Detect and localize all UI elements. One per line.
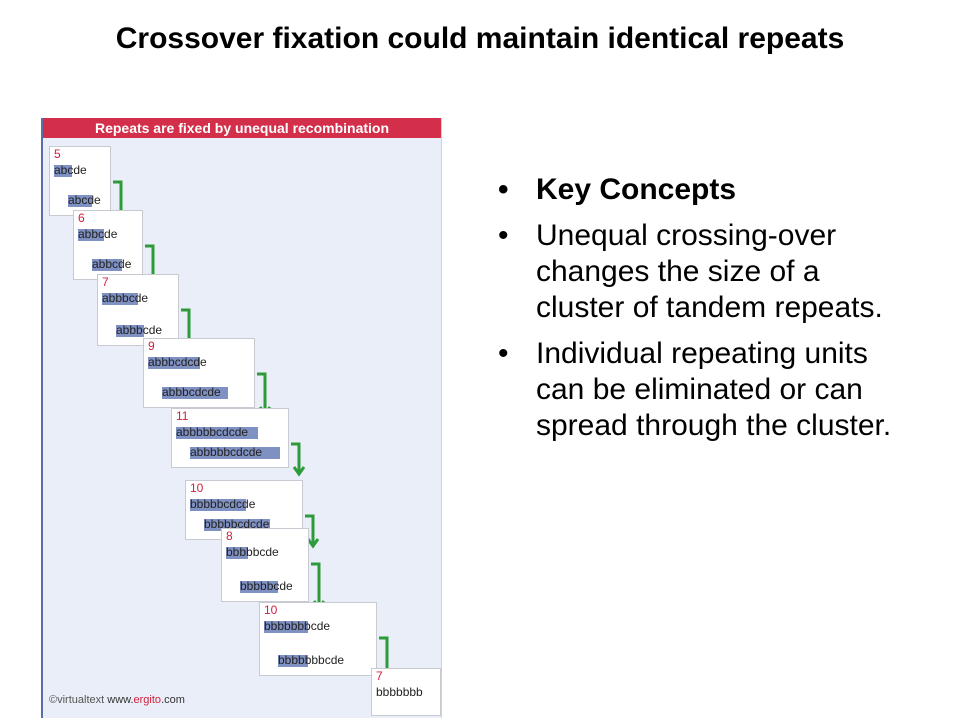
repeat-count: 10 — [264, 603, 278, 617]
repeat-highlight — [264, 621, 308, 633]
repeat-count: 7 — [376, 669, 383, 683]
step-card: 11 abbbbbcdcde abbbbbcdcde — [171, 408, 289, 468]
sequence-bottom: abbbcde — [116, 323, 163, 337]
sequence-top: abbbbbcdcde — [176, 425, 249, 439]
repeat-highlight — [240, 581, 278, 593]
bullet-item: Individual repeating units can be elimin… — [496, 336, 916, 444]
repeat-highlight — [190, 499, 246, 511]
repeat-highlight — [226, 547, 248, 559]
repeat-highlight — [148, 357, 200, 369]
credit-site-pre: www. — [107, 694, 134, 706]
sequence-top: bbbbbbbcde — [264, 619, 331, 633]
repeat-highlight — [116, 325, 144, 337]
step-card: 6 abbcde abbcde — [73, 210, 143, 280]
sequence-bottom: abcde — [68, 193, 101, 207]
step-card: 9 abbbcdcde abbbcdcde — [143, 338, 255, 408]
repeat-count: 5 — [54, 147, 61, 161]
step-card: 8 bbbbbcde bbbbbcde — [221, 528, 309, 602]
slide-title: Crossover fixation could maintain identi… — [115, 22, 845, 55]
sequence-bottom: bbbbbcde — [240, 579, 293, 593]
repeat-highlight — [78, 229, 104, 241]
repeat-highlight — [176, 427, 258, 439]
repeat-highlight — [102, 293, 138, 305]
repeat-highlight — [190, 447, 280, 459]
step-card: 7 bbbbbbb — [371, 668, 441, 716]
credit-site-brand: ergito — [133, 694, 162, 706]
green-arrow — [291, 442, 306, 477]
repeat-highlight — [92, 259, 122, 271]
sequence-bottom: abbbcdcde — [162, 385, 221, 399]
bullet-key-concepts: Key Concepts — [496, 172, 916, 208]
sequence-top: abbbcdcde — [148, 355, 207, 369]
repeat-highlight — [278, 655, 308, 667]
repeat-highlight — [162, 387, 228, 399]
sequence-top: abcde — [54, 163, 87, 177]
sequence-bottom: bbbbbbbcde — [278, 653, 345, 667]
sequence-top: bbbbbcde — [226, 545, 279, 559]
sequence-top: abbbcde — [102, 291, 149, 305]
step-card: 10 bbbbbbbcde bbbbbbbcde — [259, 602, 377, 676]
sequence-top: bbbbbbb — [376, 685, 423, 699]
credit-site-post: .com — [161, 694, 185, 706]
repeat-count: 11 — [176, 409, 189, 423]
bullet-item: Unequal crossing-over changes the size o… — [496, 218, 916, 326]
recombination-figure: Repeats are fixed by unequal recombinati… — [41, 118, 442, 718]
sequence-bottom: bbbbbcdcde — [204, 517, 270, 531]
repeat-count: 6 — [78, 211, 85, 225]
sequence-top: abbcde — [78, 227, 118, 241]
repeat-count: 9 — [148, 339, 155, 353]
repeat-highlight — [54, 165, 72, 177]
sequence-top: bbbbbcdcde — [190, 497, 256, 511]
repeat-highlight — [68, 195, 92, 207]
sequence-bottom: abbbbbcdcde — [190, 445, 263, 459]
credit-prefix: ©virtualtext — [49, 694, 105, 706]
repeat-count: 10 — [190, 481, 204, 495]
bullet-list: Key Concepts Unequal crossing-over chang… — [496, 172, 916, 454]
repeat-count: 7 — [102, 275, 109, 289]
step-card: 7 abbbcde abbbcde — [97, 274, 179, 346]
step-card: 5 abcde abcde — [49, 146, 111, 216]
figure-header: Repeats are fixed by unequal recombinati… — [43, 118, 441, 138]
sequence-bottom: abbcde — [92, 257, 132, 271]
figure-credit: ©virtualtext www.ergito.com — [49, 694, 185, 706]
repeat-count: 8 — [226, 529, 233, 543]
